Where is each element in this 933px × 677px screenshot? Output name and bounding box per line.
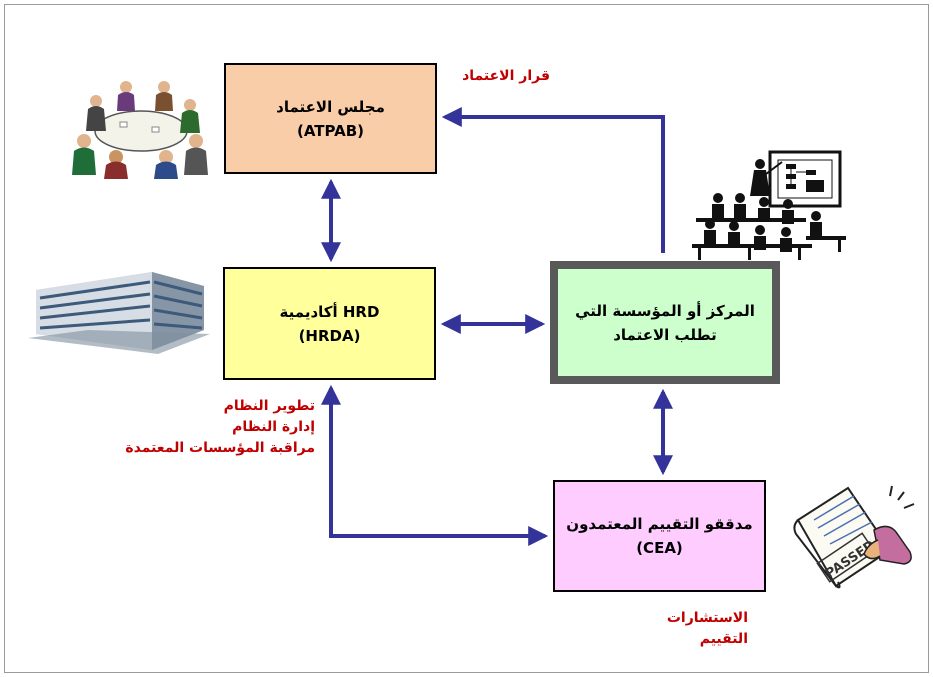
arrow-center-to-council [441,107,665,253]
auditor-role-2: التقييم [699,631,748,647]
auditor-role-1: الاستشارات [666,610,748,626]
accreditation-council-box: مجلس الاعتماد (ATPAB) [224,63,437,174]
academy-role-2: إدارة النظام [232,419,315,435]
training-class-clipart-icon [692,150,846,260]
council-abbr: (ATPAB) [296,121,365,140]
meeting-clipart-icon [72,81,208,179]
academy-abbr: (HRDA) [298,326,361,345]
center-subtitle: تطلب الاعتماد [613,325,717,344]
academy-title: أكاديمية HRD [279,302,380,321]
council-title: مجلس الاعتماد [276,97,385,116]
arrow-academy-auditors [321,384,549,546]
certified-auditors-box: مدققو التقييم المعتمدون (CEA) [553,480,766,592]
slide-frame [4,4,929,673]
academy-roles-label: تطوير النظام إدارة النظام مراقبة المؤسسا… [70,396,315,459]
auditors-title: مدققو التقييم المعتمدون [566,515,753,533]
auditors-abbr: (CEA) [636,539,683,557]
academy-role-1: تطوير النظام [223,398,315,414]
passed-inspection-clipart-icon: PASSED [793,485,915,589]
accreditation-decision-label: قرار الاعتماد [462,68,550,84]
hrd-academy-box: أكاديمية HRD (HRDA) [223,267,436,380]
office-building-clipart-icon [28,272,210,354]
academy-role-3: مراقبة المؤسسات المعتمدة [125,440,315,456]
applicant-center-box: المركز أو المؤسسة التي تطلب الاعتماد [550,261,780,384]
center-title: المركز أو المؤسسة التي [575,301,755,320]
auditor-roles-label: الاستشارات التقييم [600,608,748,650]
